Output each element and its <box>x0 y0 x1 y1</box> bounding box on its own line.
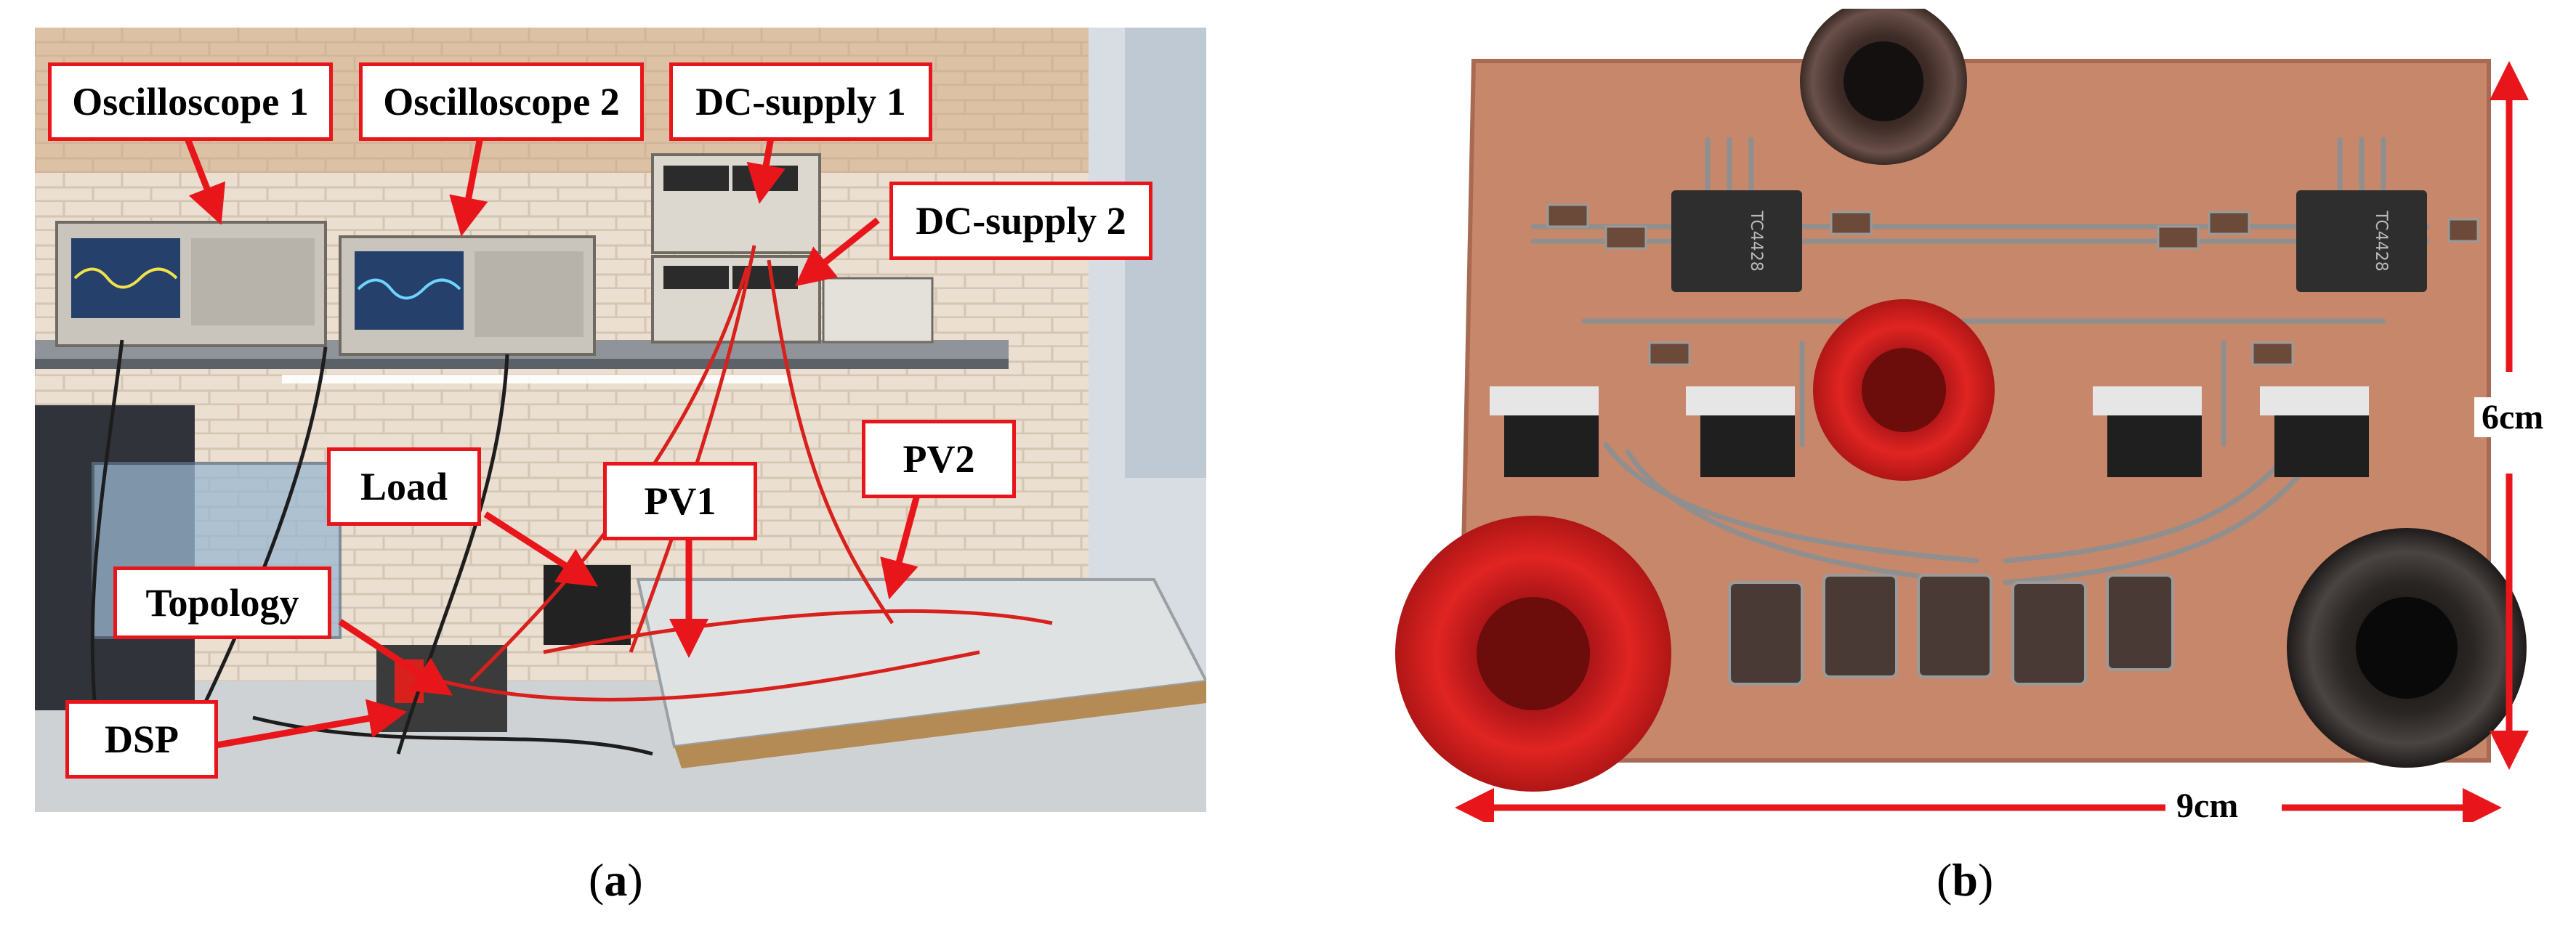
callout-dsp: DSP <box>65 700 218 779</box>
callout-pv2: PV2 <box>862 420 1016 498</box>
callout-oscilloscope-1: Oscilloscope 1 <box>48 62 333 141</box>
lab-photo-illustration <box>35 28 1206 812</box>
width-dimension-label: 9cm <box>2169 786 2246 822</box>
callout-dc-supply-1: DC-supply 1 <box>669 62 932 141</box>
pcb-photo: TC4428 TC4428 <box>1366 9 2572 822</box>
callout-dc-supply-2: DC-supply 2 <box>889 182 1152 260</box>
driver-ic-right: TC4428 <box>2296 190 2427 292</box>
pcb-illustration: TC4428 TC4428 <box>1395 9 2529 822</box>
callout-load: Load <box>327 447 481 526</box>
height-dimension-label: 6cm <box>2474 397 2551 437</box>
lab-setup-photo: Oscilloscope 1 Oscilloscope 2 DC-supply … <box>35 28 1206 812</box>
callout-pv1: PV1 <box>603 462 757 540</box>
caption-panel-b: (b) <box>1937 854 1994 906</box>
caption-letter-b: b <box>1952 854 1978 906</box>
callout-topology: Topology <box>113 566 331 639</box>
driver-ic-left: TC4428 <box>1671 190 1802 292</box>
svg-text:TC4428: TC4428 <box>2372 210 2390 272</box>
svg-text:TC4428: TC4428 <box>1747 210 1765 272</box>
callout-oscilloscope-2: Oscilloscope 2 <box>359 62 644 141</box>
caption-panel-a: (a) <box>589 854 643 906</box>
caption-letter-a: a <box>604 854 628 906</box>
